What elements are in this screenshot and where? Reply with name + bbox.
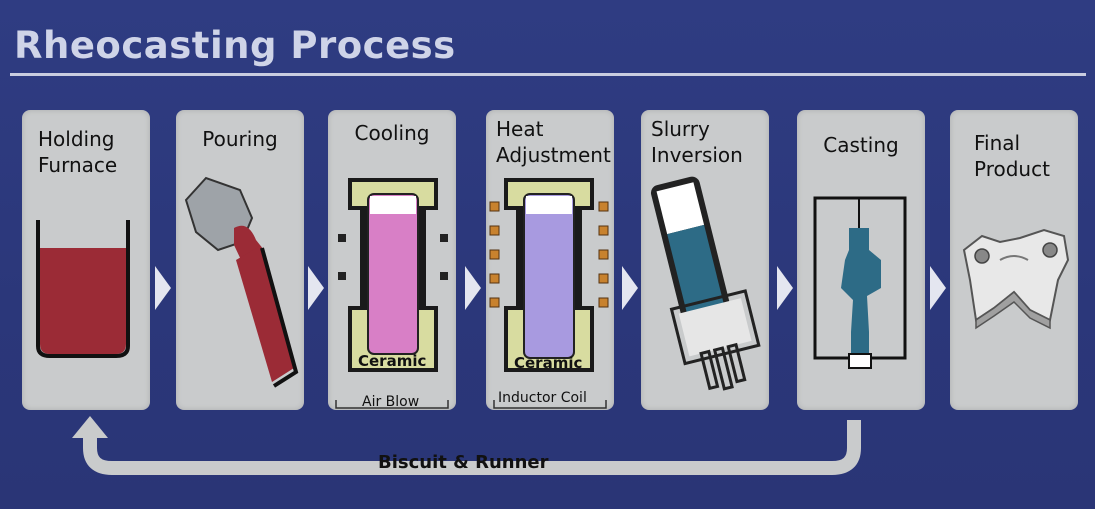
step-heat-adjustment: Heat Adjustment Ceramic Inductor Coil: [486, 110, 614, 410]
step-label: Slurry Inversion: [641, 116, 769, 168]
step-label-line: Adjustment: [496, 143, 611, 167]
inductor-coil-label: Inductor Coil: [498, 390, 587, 406]
page-title: Rheocasting Process: [14, 24, 456, 67]
chevron-right-icon: [465, 266, 481, 310]
step-label-line: Heat: [496, 117, 544, 141]
step-label: Holding Furnace: [22, 126, 150, 178]
step-label-line: Casting: [823, 133, 899, 157]
ceramic-label: Ceramic: [514, 354, 583, 372]
chevron-right-icon: [930, 266, 946, 310]
step-label-line: Furnace: [38, 153, 118, 177]
ceramic-label: Ceramic: [358, 352, 427, 370]
step-label-line: Product: [974, 157, 1050, 181]
title-divider: [10, 73, 1086, 76]
slurry-inversion-illustration: [650, 176, 761, 391]
step-pouring: Pouring: [176, 110, 304, 410]
step-label: Pouring: [176, 126, 304, 152]
pouring-ladle-illustration: [184, 176, 299, 388]
return-flow-arrow: [72, 416, 861, 475]
return-flow-label: Biscuit & Runner: [378, 452, 549, 473]
step-slurry-inversion: Slurry Inversion: [641, 110, 769, 410]
step-label-line: Slurry: [651, 117, 710, 141]
step-label: Cooling: [328, 120, 456, 146]
furnace-crucible-illustration: [36, 220, 130, 358]
chevron-right-icon: [777, 266, 793, 310]
casting-die-illustration: [813, 196, 907, 369]
step-label: Casting: [797, 132, 925, 158]
chevron-right-icon: [155, 266, 171, 310]
heat-adjustment-mold-illustration: [489, 178, 609, 409]
step-cooling: Cooling Ceramic Air Blow: [328, 110, 456, 410]
chevron-right-icon: [622, 266, 638, 310]
cooling-mold-illustration: [335, 178, 449, 409]
chevron-right-icon: [308, 266, 324, 310]
step-label-line: Cooling: [354, 121, 430, 145]
step-label: Heat Adjustment: [486, 116, 614, 168]
step-label-line: Pouring: [202, 127, 278, 151]
air-blow-label: Air Blow: [362, 394, 420, 410]
step-holding-furnace: Holding Furnace: [22, 110, 150, 410]
step-label-line: Holding: [38, 127, 115, 151]
step-label: Final Product: [950, 130, 1078, 182]
step-casting: Casting: [797, 110, 925, 410]
step-label-line: Final: [974, 131, 1021, 155]
step-label-line: Inversion: [651, 143, 743, 167]
step-final-product: Final Product: [950, 110, 1078, 410]
final-product-part-illustration: [962, 228, 1070, 330]
